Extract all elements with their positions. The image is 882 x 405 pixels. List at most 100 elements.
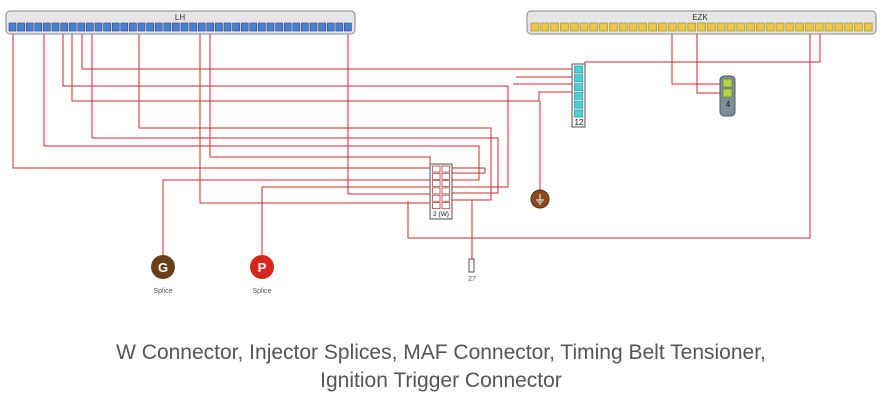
ezk-pin [795,22,804,32]
ezk-pin [716,22,726,32]
wire [71,31,574,102]
caption-line-2: Ignition Trigger Connector [320,369,562,392]
small-connector[interactable]: 4 [719,75,736,117]
lh-pin-row [8,22,352,32]
wire [12,31,486,174]
cyan-pin-column [574,65,583,118]
splice-g[interactable]: G Splice [151,255,175,295]
lh-pin [137,22,146,32]
ezk-connector[interactable]: EZK [526,10,877,35]
ezk-pin [569,22,579,32]
ezk-pin [805,22,814,32]
ezk-pin [628,22,638,32]
ezk-pin [834,22,844,32]
lh-connector[interactable]: LH [5,10,356,35]
ezk-pin [667,22,677,32]
lh-pin [111,22,120,32]
splice-g-letter: G [158,260,168,275]
lh-pin [60,22,68,32]
ezk-pin [658,22,667,32]
lh-pin [318,22,326,32]
cyan-pin [574,74,583,83]
lh-pin [146,22,154,32]
lh-connector-label: LH [175,13,185,22]
ezk-pin [854,22,863,32]
wire [671,31,723,85]
wire [452,199,473,259]
ezk-pin [677,22,687,32]
w-pin [441,202,450,209]
w-pin [432,180,441,187]
ezk-pin [765,22,775,32]
ground-icon[interactable] [530,189,550,209]
wire [62,31,509,188]
ezk-pin [785,22,795,32]
w-pin [441,180,450,187]
lh-pin [301,22,309,32]
ezk-pin [550,22,559,32]
cyan-pin [574,100,583,109]
wire [43,31,480,181]
lh-pin [326,22,335,32]
wire [162,179,430,255]
lh-pin [232,22,240,32]
lh-pin [51,22,60,32]
lh-pin [197,22,206,32]
wiring-canvas: LH EZK 12 2 (W) 4 [5,10,877,295]
ezk-pin [589,22,599,32]
cyan-pin [574,83,583,91]
ezk-pin [814,22,824,32]
splice-p[interactable]: P Splice [250,255,274,295]
small-connector-pin [722,88,733,98]
ezk-pin [863,22,873,32]
end-terminal[interactable]: 27 [468,258,476,283]
w-pin [441,172,450,180]
wire [199,31,430,204]
ezk-pin [697,22,706,32]
w-pin [432,172,441,180]
splice-p-label: Splice [252,288,271,295]
w-pin [432,187,441,195]
lh-pin [344,22,352,32]
lh-pin [120,22,129,32]
lh-pin [43,22,51,32]
wire [138,31,492,201]
lh-pin [17,22,25,32]
lh-pin [266,22,275,32]
ezk-pin [609,22,618,32]
cyan-connector[interactable]: 12 [571,63,586,128]
splice-g-label: Splice [153,288,172,295]
lh-pin [94,22,103,32]
lh-pin [275,22,283,32]
wire [261,186,430,255]
ezk-pin [824,22,834,32]
small-connector-pin [722,78,733,88]
lh-pin [223,22,232,32]
lh-pin [206,22,215,32]
lh-pin [77,22,86,32]
lh-pin [172,22,180,32]
wire [584,31,821,66]
ezk-pin [638,22,648,32]
lh-pin [103,22,111,32]
w-pin [441,165,450,173]
w-connector-label: 2 (W) [433,211,449,218]
ezk-pin [648,22,657,32]
lh-pin [240,22,249,32]
cyan-pin [574,65,583,74]
ezk-pin [707,22,716,32]
lh-pin [309,22,318,32]
lh-pin [180,22,189,32]
lh-pin [292,22,301,32]
w-pin-grid [432,165,450,209]
lh-pin [335,22,344,32]
lh-pin [163,22,172,32]
ezk-pin [687,22,697,32]
ezk-pin [756,22,765,32]
cyan-connector-label: 12 [575,118,584,127]
w-pin [432,194,441,202]
w-connector[interactable]: 2 (W) [429,163,453,220]
cyan-pin [574,92,583,100]
lh-pin [249,22,258,32]
